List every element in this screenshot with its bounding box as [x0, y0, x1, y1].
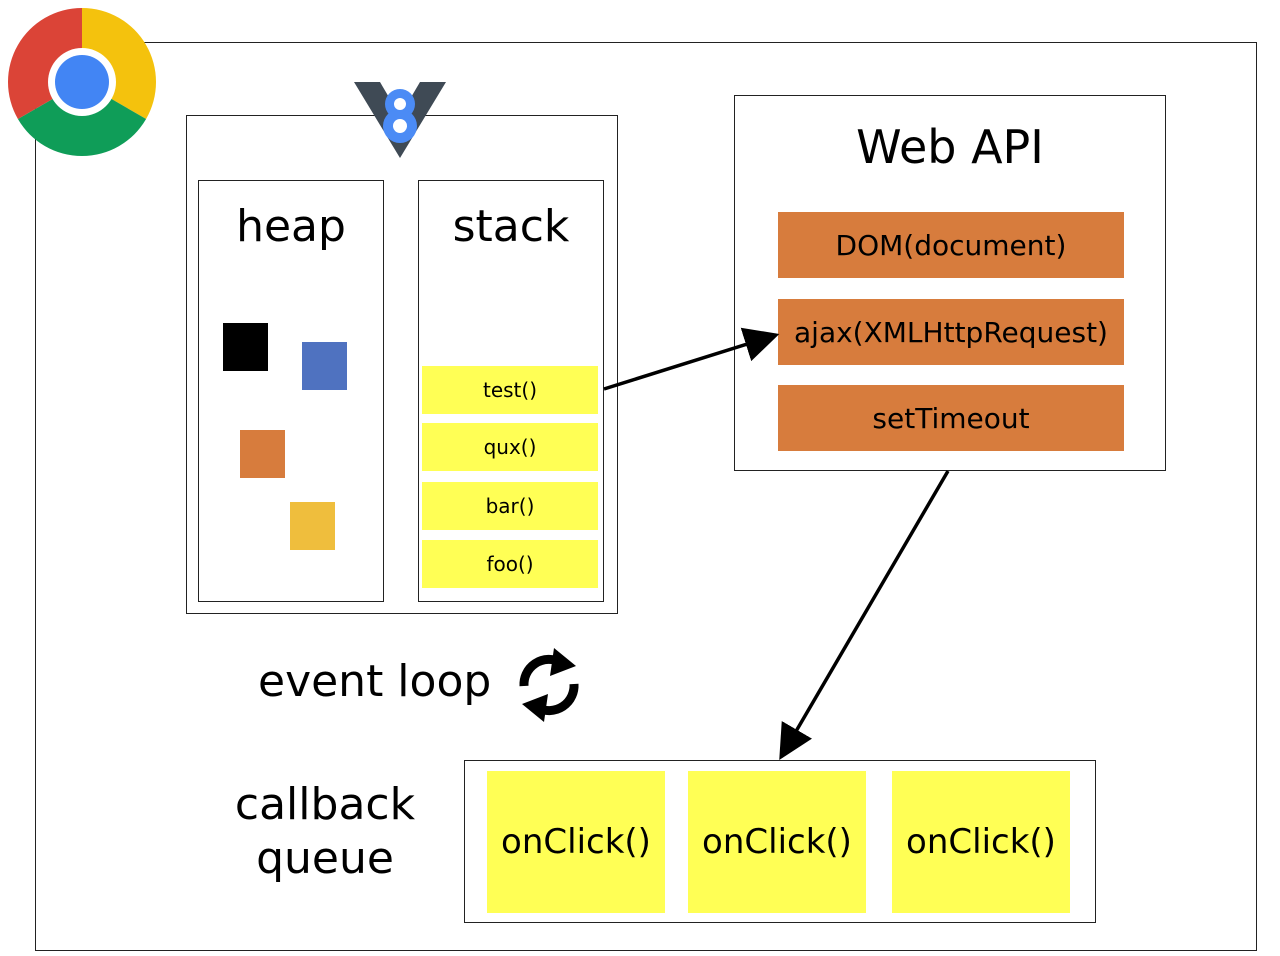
- chrome-logo-icon: [6, 6, 158, 158]
- heap-title: heap: [236, 201, 346, 252]
- heap-panel: heap: [198, 180, 384, 602]
- stack-frame-bar: bar(): [422, 482, 598, 530]
- callback-item-onclick: onClick(): [892, 771, 1070, 913]
- web-api-title: Web API: [856, 120, 1044, 174]
- callback-item-onclick: onClick(): [487, 771, 665, 913]
- web-api-item-dom: DOM(document): [778, 212, 1124, 278]
- stack-title: stack: [452, 201, 570, 252]
- stack-frame-qux: qux(): [422, 423, 598, 471]
- heap-object-yellow: [290, 502, 335, 550]
- v8-logo-icon: [354, 82, 446, 158]
- heap-object-black: [223, 323, 268, 371]
- heap-object-orange: [240, 430, 285, 478]
- web-api-item-ajax: ajax(XMLHttpRequest): [778, 299, 1124, 365]
- callback-queue-label-line1: callback: [234, 779, 416, 830]
- stack-frame-foo: foo(): [422, 540, 598, 588]
- heap-object-blue: [302, 342, 347, 390]
- stack-frame-test: test(): [422, 366, 598, 414]
- refresh-cycle-icon: [514, 646, 584, 724]
- web-api-item-settimeout: setTimeout: [778, 385, 1124, 451]
- callback-queue-label-line2: queue: [256, 833, 394, 884]
- callback-queue-label: callback queue: [220, 778, 430, 886]
- callback-item-onclick: onClick(): [688, 771, 866, 913]
- event-loop-label: event loop: [258, 656, 492, 707]
